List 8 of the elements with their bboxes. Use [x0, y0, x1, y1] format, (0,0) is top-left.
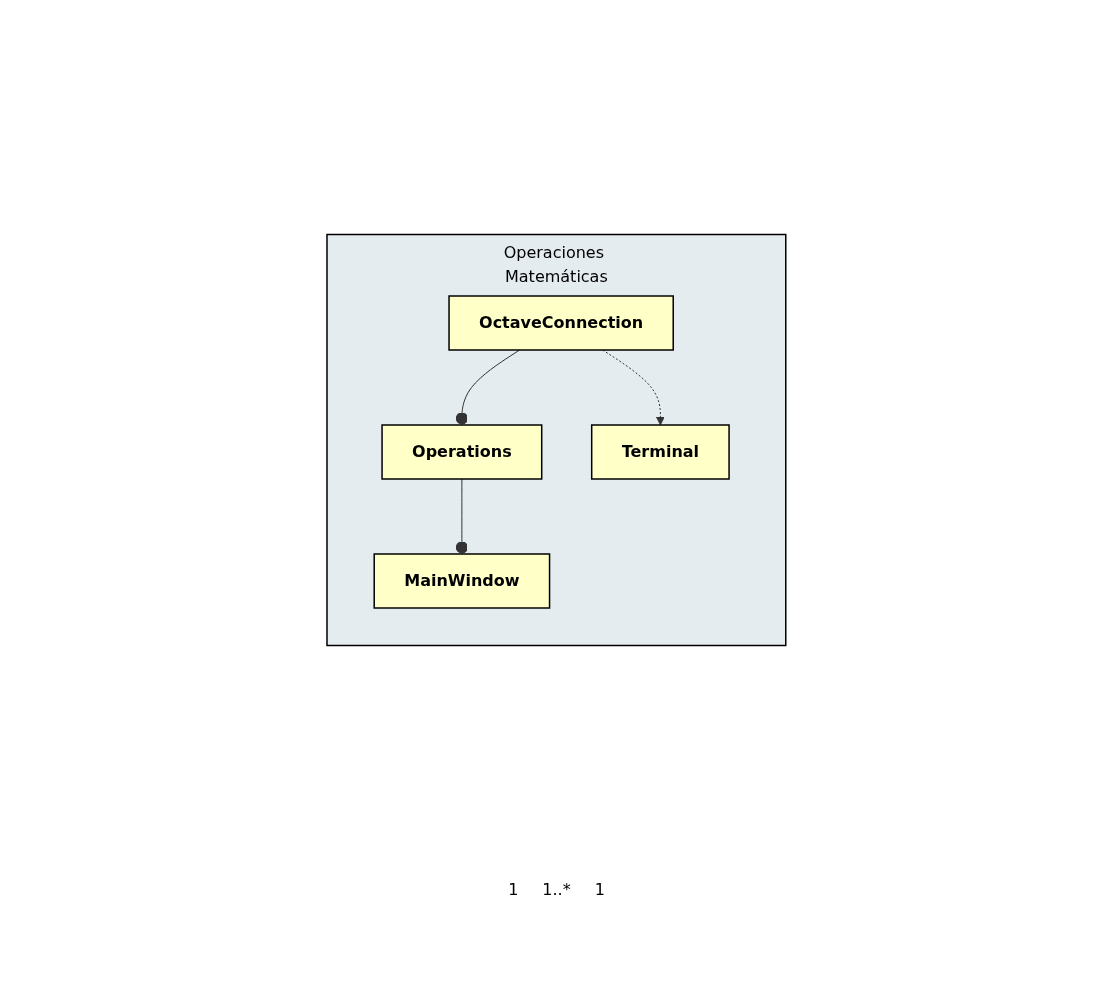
multiplicity-label: 1..*: [542, 880, 571, 899]
node-box: OctaveConnection: [448, 295, 675, 351]
multiplicity-label: 1: [508, 880, 519, 899]
multiplicity-label: 1: [594, 880, 605, 899]
node-box: Operations: [381, 424, 543, 480]
node-box: Terminal: [591, 424, 730, 480]
connector: [455, 478, 469, 555]
node-box: MainWindow: [373, 553, 551, 609]
